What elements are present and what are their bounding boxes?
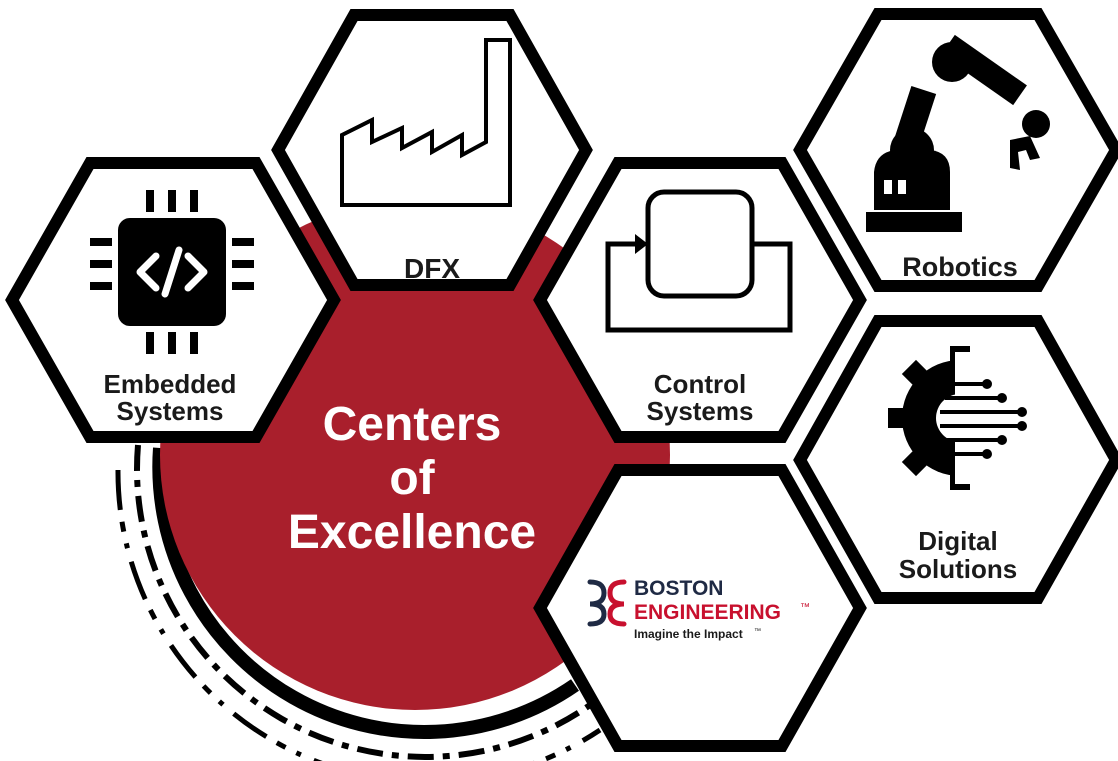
control-label-line2: Systems bbox=[647, 396, 754, 426]
robot-arm-icon bbox=[866, 34, 1050, 232]
center-label-line3: Excellence bbox=[288, 506, 536, 559]
robotics-label: Robotics bbox=[902, 252, 1018, 282]
factory-icon bbox=[340, 38, 512, 207]
embedded-label-line2: Systems bbox=[117, 396, 224, 426]
dashed-arc-outer bbox=[115, 469, 602, 761]
hex-control-systems[interactable]: Control Systems bbox=[533, 157, 867, 443]
hex-robotics[interactable]: Robotics bbox=[793, 7, 1118, 292]
dashed-arc-inner bbox=[134, 444, 592, 760]
brand-tagline: Imagine the Impact bbox=[634, 627, 743, 641]
microchip-code-icon bbox=[90, 190, 254, 354]
brand-tagline-tm: ™ bbox=[754, 628, 761, 635]
hex-dfx[interactable]: DFX bbox=[271, 9, 593, 291]
hex-embedded-systems[interactable]: Embedded Systems bbox=[5, 157, 341, 443]
thick-arc bbox=[152, 447, 579, 740]
digital-label-line1: Digital bbox=[918, 526, 997, 556]
control-label-line1: Control bbox=[654, 369, 746, 399]
hex-digital-solutions[interactable]: Digital Solutions bbox=[793, 315, 1118, 604]
brand-name-line2: ENGINEERING bbox=[634, 601, 781, 624]
decorative-arcs bbox=[115, 444, 602, 761]
center-label-line2: of bbox=[389, 452, 435, 505]
dfx-label: DFX bbox=[404, 253, 460, 284]
center-label: Centers of Excellence bbox=[288, 398, 536, 559]
center-label-line1: Centers bbox=[323, 398, 502, 451]
brand-tm: ™ bbox=[800, 602, 810, 613]
digital-gear-icon bbox=[888, 346, 1045, 490]
digital-label-line2: Solutions bbox=[899, 554, 1017, 584]
brand-name-line1: BOSTON bbox=[634, 577, 723, 600]
boston-engineering-logo: BOSTON ENGINEERING ™ Imagine the Impact … bbox=[587, 577, 810, 641]
embedded-label-line1: Embedded bbox=[104, 369, 237, 399]
feedback-loop-icon bbox=[605, 189, 793, 333]
hex-boston-engineering[interactable]: BOSTON ENGINEERING ™ Imagine the Impact … bbox=[533, 464, 867, 752]
